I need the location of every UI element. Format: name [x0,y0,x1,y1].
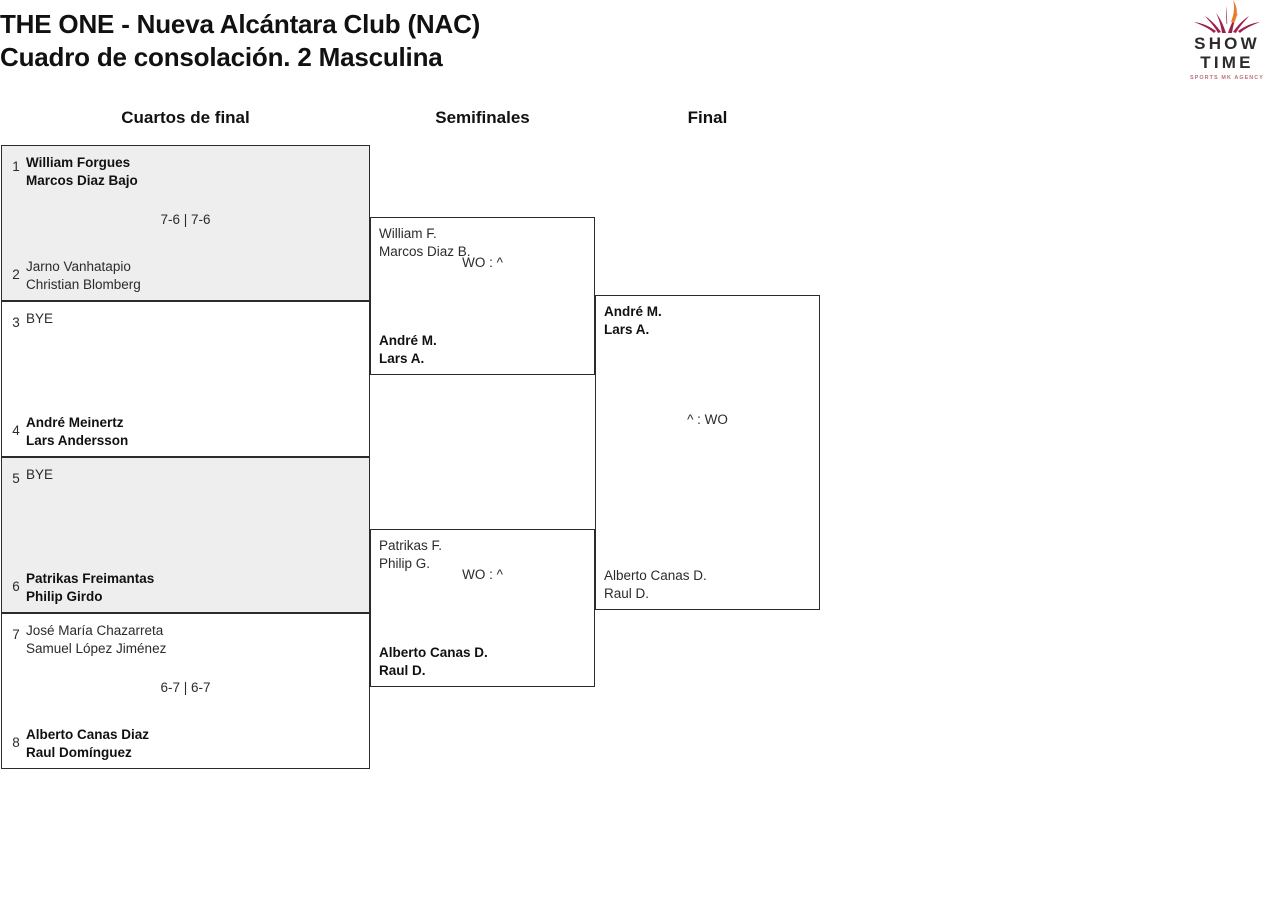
team-player-1: Alberto Canas D. [379,645,488,660]
round-header-final: Final [687,108,728,127]
match-score: ^ : WO [687,411,728,427]
team-player-2: Raul D. [379,663,426,678]
round-header-quarterfinals: Cuartos de final [121,108,250,127]
team-name: André M. Lars A. [379,332,437,368]
team-player-1: André M. [604,304,662,319]
team-player-2: Lars A. [604,322,650,337]
team-player-2: Samuel López Jiménez [26,641,167,656]
match-score: 6-7 | 6-7 [160,680,211,695]
logo-word-time: TIME [1200,53,1254,72]
team-player-2: Marcos Diaz Bajo [26,173,138,188]
seed-number: 5 [12,471,20,486]
seed-number: 7 [12,627,20,642]
title-line-2: Cuadro de consolación. 2 Masculina [0,42,443,72]
team-player-1: Jarno Vanhatapio [26,259,131,274]
page-title: THE ONE - Nueva Alcántara Club (NAC) Cua… [0,8,1150,74]
firework-burst-icon [1194,0,1260,33]
team-player-2: Raul Domínguez [26,745,132,760]
logo-tagline: SPORTS MK AGENCY [1189,75,1264,81]
team-player-2: Philip Girdo [26,589,103,604]
team-player-2: Lars Andersson [26,433,129,448]
match-score: WO : ^ [462,567,503,582]
bracket-match-box[interactable]: William F. Marcos Diaz B. André M. Lars A. W… [370,217,595,375]
team-name: BYE [26,466,53,484]
team-player-2: Christian Blomberg [26,277,141,292]
team-player-1: Alberto Canas D. [604,568,707,583]
team-player-1: William F. [379,226,437,241]
team-player-2: Marcos Diaz B. [379,244,471,259]
seed-number: 4 [12,423,20,438]
match-score: WO : ^ [462,255,503,270]
team-player-2: Philip G. [379,556,431,571]
bracket-match-box[interactable]: André M. Lars A. Alberto Canas D. Raul D. ^ … [595,295,820,610]
seed-number: 3 [12,315,20,330]
match-score: 7-6 | 7-6 [160,212,211,227]
team-name: Patrikas F. Philip G. [379,537,442,573]
team-name: Alberto Canas D. Raul D. [379,644,488,680]
team-name: BYE [26,310,53,328]
title-line-1: THE ONE - Nueva Alcántara Club (NAC) [0,9,481,39]
team-player-1: Alberto Canas Diaz [26,727,150,742]
team-player-1: William Forgues [26,155,131,170]
seed-number: 2 [12,267,20,282]
round-header-semifinals: Semifinales [435,108,530,127]
team-player-2: Raul D. [604,586,650,601]
seed-number: 6 [12,579,20,594]
logo-word-show: SHOW [1194,34,1260,53]
team-player-1: BYE [26,467,54,482]
team-player-1: Patrikas Freimantas [26,571,155,586]
team-player-2: Lars A. [379,351,425,366]
seed-number: 8 [12,735,20,750]
team-player-1: Patrikas F. [379,538,443,553]
showtime-logo: SHOW TIME SPORTS MK AGENCY [1178,0,1276,84]
seed-number: 1 [12,159,20,174]
team-player-1: André Meinertz [26,415,124,430]
team-player-1: José María Chazarreta [26,623,164,638]
team-name: Alberto Canas D. Raul D. [604,567,707,603]
team-player-1: BYE [26,311,54,326]
team-player-1: André M. [379,333,437,348]
team-name: William F. Marcos Diaz B. [379,225,471,261]
bracket-match-box[interactable]: Patrikas F. Philip G. Alberto Canas D. Raul… [370,529,595,687]
team-name: André M. Lars A. [604,303,662,339]
